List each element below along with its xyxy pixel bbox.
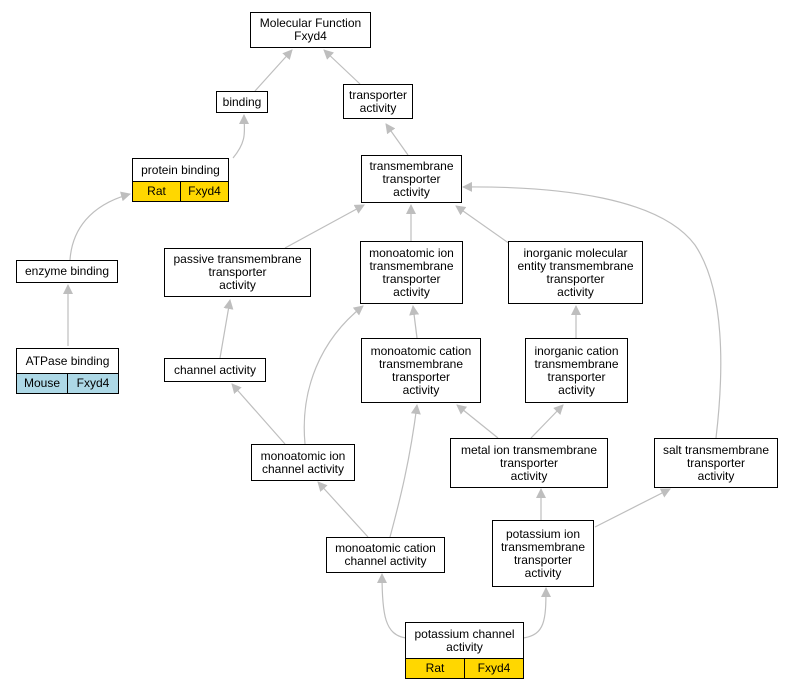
node-label: channel activity <box>173 362 257 377</box>
node-label: monoatomic cation transmembrane transpor… <box>370 343 472 397</box>
node-potassium-ion-transmembrane-transporter-activity[interactable]: potassium ion transmembrane transporter … <box>492 520 594 587</box>
gene-cell: Fxyd4 <box>67 374 118 393</box>
edge-tmt-to-transporter <box>385 123 409 156</box>
node-label: potassium ion transmembrane transporter … <box>500 526 586 580</box>
node-inorganic-cation-transmembrane-transporter-activity[interactable]: inorganic cation transmembrane transport… <box>525 338 628 403</box>
edge-metal-ion-to-inorg-cation <box>530 404 564 439</box>
node-label: Molecular Function Fxyd4 <box>259 16 362 43</box>
node-label: monoatomic ion channel activity <box>260 448 346 476</box>
node-label: potassium channel activity <box>414 626 515 654</box>
edge-potassium-tmt-to-salt <box>594 488 671 528</box>
edge-protein-binding-to-binding <box>232 114 250 159</box>
node-passive-transmembrane-transporter-activity[interactable]: passive transmembrane transporter activi… <box>164 248 311 297</box>
gene-cell: Fxyd4 <box>464 659 523 678</box>
edge-monocation-tmt-to-monoion-tmt <box>409 305 420 339</box>
node-label: monoatomic cation channel activity <box>335 541 436 568</box>
node-label: protein binding <box>141 162 220 177</box>
edge-transporter-to-mf <box>323 49 361 85</box>
node-inorganic-molecular-entity-transmembrane-transporter-activity[interactable]: inorganic molecular entity transmembrane… <box>508 241 643 304</box>
node-transmembrane-transporter-activity[interactable]: transmembrane transporter activity <box>361 155 462 203</box>
node-label: inorganic cation transmembrane transport… <box>534 343 619 397</box>
node-monoatomic-ion-channel-activity[interactable]: monoatomic ion channel activity <box>251 444 355 481</box>
gene-cell: Fxyd4 <box>180 182 228 201</box>
node-label: monoatomic ion transmembrane transporter… <box>369 245 454 299</box>
node-channel-activity[interactable]: channel activity <box>164 358 266 382</box>
edge-enzyme-binding-to-protein-binding <box>69 191 131 261</box>
edge-monocation-channel-to-monoion-channel <box>317 481 369 538</box>
node-atpase-binding[interactable]: ATPase binding Mouse Fxyd4 <box>16 348 119 394</box>
edge-binding-to-mf <box>254 49 293 92</box>
node-molecular-function[interactable]: Molecular Function Fxyd4 <box>250 12 371 48</box>
node-label: passive transmembrane transporter activi… <box>173 252 302 292</box>
node-monoatomic-cation-channel-activity[interactable]: monoatomic cation channel activity <box>326 537 445 573</box>
node-label: ATPase binding <box>25 353 110 368</box>
species-cell: Rat <box>425 661 445 675</box>
node-monoatomic-ion-transmembrane-transporter-activity[interactable]: monoatomic ion transmembrane transporter… <box>360 241 463 304</box>
node-transporter-activity[interactable]: transporter activity <box>343 84 413 119</box>
node-label: inorganic molecular entity transmembrane… <box>517 245 634 299</box>
node-salt-transmembrane-transporter-activity[interactable]: salt transmembrane transporter activity <box>654 438 778 488</box>
node-label: transmembrane transporter activity <box>369 158 454 199</box>
annotation-row: Rat Fxyd4 <box>406 658 523 678</box>
node-protein-binding[interactable]: protein binding Rat Fxyd4 <box>132 158 229 202</box>
annotation-row: Rat Fxyd4 <box>133 181 228 201</box>
annotation-row: Mouse Fxyd4 <box>17 373 118 393</box>
edge-monocation-channel-to-monocation-tmt <box>389 404 421 538</box>
node-label: metal ion transmembrane transporter acti… <box>460 442 598 483</box>
node-binding[interactable]: binding <box>216 91 268 113</box>
edge-passive-to-tmt <box>284 204 365 249</box>
edge-salt-to-tmt <box>462 181 722 439</box>
node-potassium-channel-activity[interactable]: potassium channel activity Rat Fxyd4 <box>405 622 524 679</box>
edge-potassium-channel-to-monocation-channel <box>377 573 407 639</box>
node-monoatomic-cation-transmembrane-transporter-activity[interactable]: monoatomic cation transmembrane transpor… <box>361 338 481 403</box>
edge-channel-to-passive <box>219 299 234 359</box>
species-cell: Mouse <box>23 376 61 390</box>
node-enzyme-binding[interactable]: enzyme binding <box>16 260 118 283</box>
edge-metal-ion-to-monocation-tmt <box>456 404 499 439</box>
edge-monoion-channel-to-monoion-tmt <box>303 305 364 445</box>
node-label: binding <box>222 94 262 109</box>
edge-inorg-mol-to-tmt <box>455 205 511 245</box>
node-metal-ion-transmembrane-transporter-activity[interactable]: metal ion transmembrane transporter acti… <box>450 438 608 488</box>
species-cell: Rat <box>147 184 166 198</box>
edge-monoion-channel-to-channel <box>231 383 286 445</box>
node-label: transporter activity <box>348 87 408 115</box>
edge-potassium-channel-to-potassium-tmt <box>522 587 551 639</box>
node-label: salt transmembrane transporter activity <box>662 442 770 483</box>
node-label: enzyme binding <box>24 264 110 278</box>
